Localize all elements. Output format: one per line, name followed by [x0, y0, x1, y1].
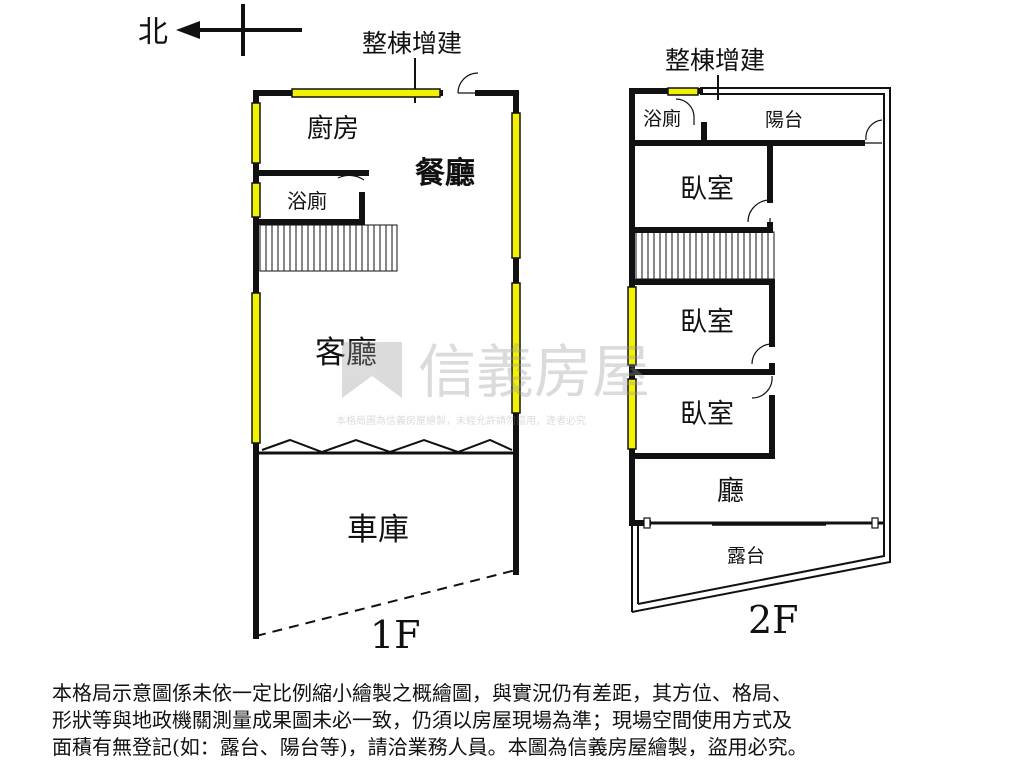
floor2-staircase [635, 231, 775, 280]
floor1-entry-door-icon [457, 72, 479, 94]
floor1-staircase [259, 224, 398, 272]
watermark-brand: 信義房屋 [418, 340, 650, 405]
bedroom2-door-icon [751, 343, 773, 365]
room-label-balcony: 陽台 [765, 109, 803, 131]
bathroom1-door-icon [337, 174, 365, 181]
floor1-window-north [291, 88, 441, 98]
kitchen-window [251, 102, 261, 164]
room-label-dining: 餐廳 [415, 156, 475, 191]
compass: 北 [138, 4, 302, 56]
floor-2-plan: 整棟增建 [627, 46, 891, 642]
bedroom1-wall-south [629, 222, 773, 233]
disclaimer-line: 面積有無登記(如：露台、陽台等)，請洽業務人員。本圖為信義房屋繪製，盜用必究。 [52, 735, 808, 759]
room-label-hall: 廳 [717, 476, 744, 507]
floor2-shell-outer [631, 87, 891, 613]
garage-door-fold [261, 438, 513, 454]
balcony-door-icon [862, 119, 883, 144]
room-label-bathroom-1f: 浴廁 [287, 189, 327, 213]
bedroom2-wall-south [629, 363, 775, 375]
room-label-kitchen: 廚房 [307, 114, 359, 144]
floor1-extension-note: 整棟增建 [362, 29, 462, 58]
watermark-fine-print: 本格局圖為信義房屋繪製，未經允許請勿盜用，違者必究 [336, 414, 586, 427]
room-label-bedroom-1: 臥室 [680, 174, 734, 205]
bedroom2-window [627, 286, 637, 366]
floor1-dashed-boundary [255, 569, 517, 637]
bedroom3-wall [629, 395, 775, 459]
floor2-extension-note: 整棟增建 [665, 46, 765, 75]
dining-window-east [511, 112, 521, 259]
living-window-west [251, 292, 261, 444]
floor1-wall-east [475, 90, 519, 575]
disclaimer-line: 形狀等與地政機關測量成果圖未必一致，仍須以房屋現場為準；現場空間使用方式及 [52, 708, 792, 732]
floor2-caption: 2F [748, 598, 799, 642]
terrace-door-post-left [643, 517, 651, 529]
bedroom1-door-icon [747, 199, 771, 225]
bathroom1-wall [253, 192, 365, 225]
north-label: 北 [138, 15, 168, 50]
living-window-east [511, 282, 521, 414]
floor-plan-drawing: 北 整棟增建 [138, 4, 891, 657]
room-label-bathroom-2f: 浴廁 [643, 107, 681, 130]
bathroom2-window [667, 87, 699, 96]
floor1-caption: 1F [370, 613, 421, 657]
room-label-terrace: 露台 [727, 545, 765, 567]
room-label-living: 客廳 [315, 335, 377, 371]
floor2-shell-inner [637, 93, 885, 605]
room-label-garage: 車庫 [347, 512, 409, 548]
brand-watermark: 信義房屋 本格局圖為信義房屋繪製，未經允許請勿盜用，違者必究 [336, 340, 650, 427]
floor-1-plan: 整棟增建 [251, 29, 521, 657]
bedroom3-window [627, 378, 637, 450]
room-label-bedroom-3: 臥室 [680, 399, 734, 430]
north-arrow-icon [176, 21, 200, 39]
bathroom2-door-icon [675, 98, 695, 125]
brand-logo-icon [342, 342, 402, 398]
disclaimer-text: 本格局示意圖係未依一定比例縮小繪製之概繪圖，與實況仍有差距，其方位、格局、 形狀… [52, 680, 992, 761]
terrace-door-post-right [871, 517, 879, 529]
bedroom3-door-icon [751, 375, 773, 399]
bedroom2-wall [629, 279, 775, 347]
room-label-bedroom-2: 臥室 [680, 307, 734, 338]
bathroom1-window [251, 182, 261, 218]
disclaimer-line: 本格局示意圖係未依一定比例縮小繪製之概繪圖，與實況仍有差距，其方位、格局、 [52, 681, 792, 705]
